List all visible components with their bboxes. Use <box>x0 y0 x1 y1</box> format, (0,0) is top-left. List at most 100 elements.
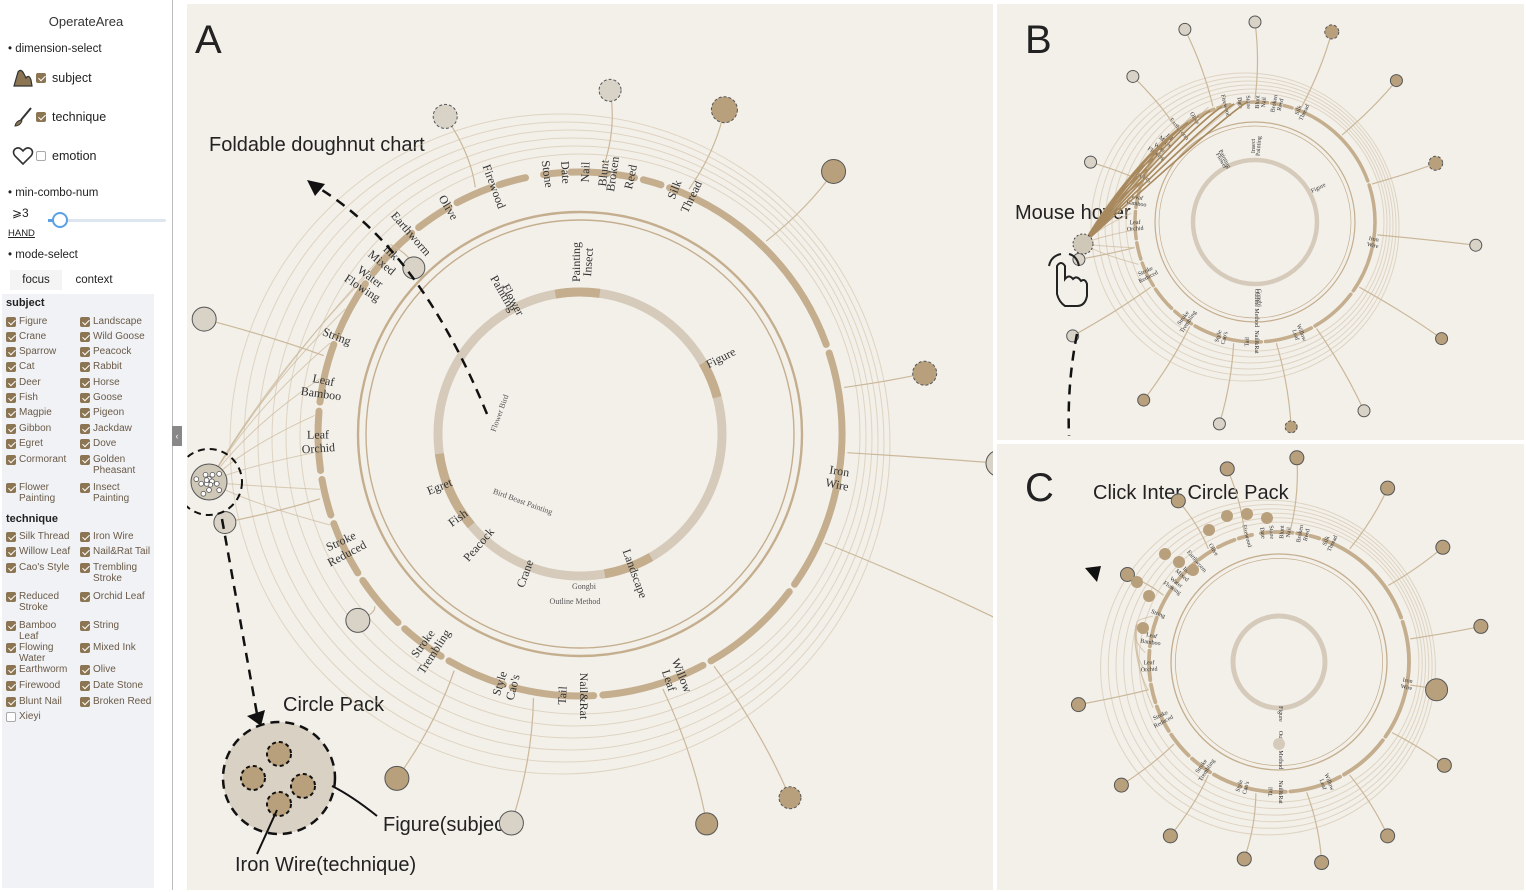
panel-a-circle-pack-node[interactable] <box>695 812 719 836</box>
panel-a-circle-pack-node[interactable] <box>598 78 622 102</box>
subject-checkbox[interactable] <box>80 393 90 403</box>
context-mode-button[interactable]: context <box>75 274 113 286</box>
panel-c-circle-pack-node[interactable] <box>1473 618 1489 634</box>
subject-checkbox[interactable] <box>6 362 16 372</box>
technique-item-nail-rat-tail[interactable]: Nail&Rat Tail <box>80 546 152 557</box>
technique-checkbox[interactable] <box>80 547 90 557</box>
technique-item-blunt-nail[interactable]: Blunt Nail <box>6 696 78 707</box>
technique-checkbox[interactable] <box>36 112 46 122</box>
technique-item-reduced-stroke[interactable]: Reduced Stroke <box>6 591 78 613</box>
subject-item-insect-painting[interactable]: Insect Painting <box>80 482 152 504</box>
technique-item-string[interactable]: String <box>80 620 152 631</box>
panel-c-circle-pack-node[interactable] <box>1070 697 1086 713</box>
emotion-checkbox[interactable] <box>36 151 46 161</box>
subject-item-golden-pheasant[interactable]: Golden Pheasant <box>80 454 152 476</box>
panel-c-circle-pack-node[interactable] <box>1380 480 1396 496</box>
panel-c-expanded-node[interactable] <box>1187 564 1199 576</box>
panel-c-circle-pack-node[interactable] <box>1113 777 1129 793</box>
subject-checkbox[interactable] <box>80 317 90 327</box>
technique-checkbox[interactable] <box>6 697 16 707</box>
subject-item-rabbit[interactable]: Rabbit <box>80 361 152 372</box>
subject-item-sparrow[interactable]: Sparrow <box>6 346 78 357</box>
panel-c-expanded-node[interactable] <box>1137 622 1149 634</box>
technique-checkbox[interactable] <box>6 563 16 573</box>
panel-c-circle-pack-node[interactable] <box>1435 539 1451 555</box>
focus-mode-button[interactable]: focus <box>10 270 62 290</box>
subject-item-crane[interactable]: Crane <box>6 331 78 342</box>
technique-item-iron-wire[interactable]: Iron Wire <box>80 531 152 542</box>
panel-b-circle-pack-node[interactable] <box>1428 155 1444 171</box>
technique-item-trembling-stroke[interactable]: Trembling Stroke <box>80 562 152 584</box>
technique-item-date-stone[interactable]: Date Stone <box>80 680 152 691</box>
technique-item-earthworm[interactable]: Earthworm <box>6 664 78 675</box>
panel-a-circle-pack-node[interactable] <box>912 360 938 386</box>
subject-item-horse[interactable]: Horse <box>80 377 152 388</box>
panel-a-circle-pack-node[interactable] <box>191 306 217 332</box>
technique-checkbox[interactable] <box>6 712 16 722</box>
subject-checkbox[interactable] <box>80 483 90 493</box>
panel-c-expanded-node[interactable] <box>1241 508 1253 520</box>
subject-checkbox[interactable] <box>6 332 16 342</box>
subject-item-cat[interactable]: Cat <box>6 361 78 372</box>
panel-c-expanded-node[interactable] <box>1203 524 1215 536</box>
technique-checkbox[interactable] <box>6 621 16 631</box>
technique-item-firewood[interactable]: Firewood <box>6 680 78 691</box>
panel-b-circle-pack-node[interactable] <box>1084 155 1098 169</box>
panel-a-circle-pack-node[interactable] <box>345 607 371 633</box>
technique-checkbox[interactable] <box>6 547 16 557</box>
panel-b-hovered-node[interactable] <box>1072 233 1094 255</box>
technique-item-flowing-water[interactable]: Flowing Water <box>6 642 78 664</box>
panel-c-circle-pack-node[interactable] <box>1236 851 1252 867</box>
subject-item-cormorant[interactable]: Cormorant <box>6 454 78 465</box>
subject-checkbox[interactable] <box>36 73 46 83</box>
panel-a-circle-pack-node[interactable] <box>985 450 993 476</box>
technique-item-orchid-leaf[interactable]: Orchid Leaf <box>80 591 152 602</box>
technique-item-broken-reed[interactable]: Broken Reed <box>80 696 152 707</box>
min-combo-slider-handle[interactable] <box>52 212 68 228</box>
subject-item-landscape[interactable]: Landscape <box>80 316 152 327</box>
technique-item-bamboo-leaf[interactable]: Bamboo Leaf <box>6 620 78 642</box>
subject-checkbox[interactable] <box>6 408 16 418</box>
technique-checkbox[interactable] <box>80 563 90 573</box>
subject-item-goose[interactable]: Goose <box>80 392 152 403</box>
panel-c-circle-pack-node[interactable] <box>1425 678 1449 702</box>
technique-checkbox[interactable] <box>6 592 16 602</box>
technique-checkbox[interactable] <box>80 665 90 675</box>
subject-item-egret[interactable]: Egret <box>6 438 78 449</box>
panel-b-circle-pack-node[interactable] <box>1126 69 1140 83</box>
subject-item-jackdaw[interactable]: Jackdaw <box>80 423 152 434</box>
panel-c-circle-pack-node[interactable] <box>1380 828 1396 844</box>
subject-checkbox[interactable] <box>80 362 90 372</box>
subject-item-dove[interactable]: Dove <box>80 438 152 449</box>
technique-checkbox[interactable] <box>6 665 16 675</box>
technique-checkbox[interactable] <box>80 643 90 653</box>
subject-checkbox[interactable] <box>80 439 90 449</box>
panel-a-circle-pack-node[interactable] <box>384 765 410 791</box>
technique-item-silk-thread[interactable]: Silk Thread <box>6 531 78 542</box>
panel-c-circle-pack-node[interactable] <box>1436 757 1452 773</box>
panel-c-circle-pack-node[interactable] <box>1289 450 1305 466</box>
subject-checkbox[interactable] <box>6 439 16 449</box>
technique-checkbox[interactable] <box>80 681 90 691</box>
panel-a-circle-pack-node[interactable] <box>821 158 847 184</box>
technique-checkbox[interactable] <box>80 621 90 631</box>
subject-item-wild-goose[interactable]: Wild Goose <box>80 331 152 342</box>
panel-b-circle-pack-node[interactable] <box>1389 74 1403 88</box>
min-combo-slider-track[interactable] <box>52 219 166 222</box>
technique-checkbox[interactable] <box>80 697 90 707</box>
panel-c-expanded-node[interactable] <box>1143 590 1155 602</box>
panel-c-circle-pack-node[interactable] <box>1170 493 1186 509</box>
panel-b-circle-pack-node[interactable] <box>1248 15 1262 29</box>
subject-item-figure[interactable]: Figure <box>6 316 78 327</box>
dimension-subject-row[interactable]: subject <box>10 67 92 89</box>
technique-item-willow-leaf[interactable]: Willow Leaf <box>6 546 78 557</box>
subject-item-deer[interactable]: Deer <box>6 377 78 388</box>
subject-checkbox[interactable] <box>80 378 90 388</box>
panel-a-circle-pack-node[interactable] <box>402 256 426 280</box>
subject-checkbox[interactable] <box>6 455 16 465</box>
subject-item-fish[interactable]: Fish <box>6 392 78 403</box>
technique-checkbox[interactable] <box>80 592 90 602</box>
technique-item-mixed-ink[interactable]: Mixed Ink <box>80 642 152 653</box>
